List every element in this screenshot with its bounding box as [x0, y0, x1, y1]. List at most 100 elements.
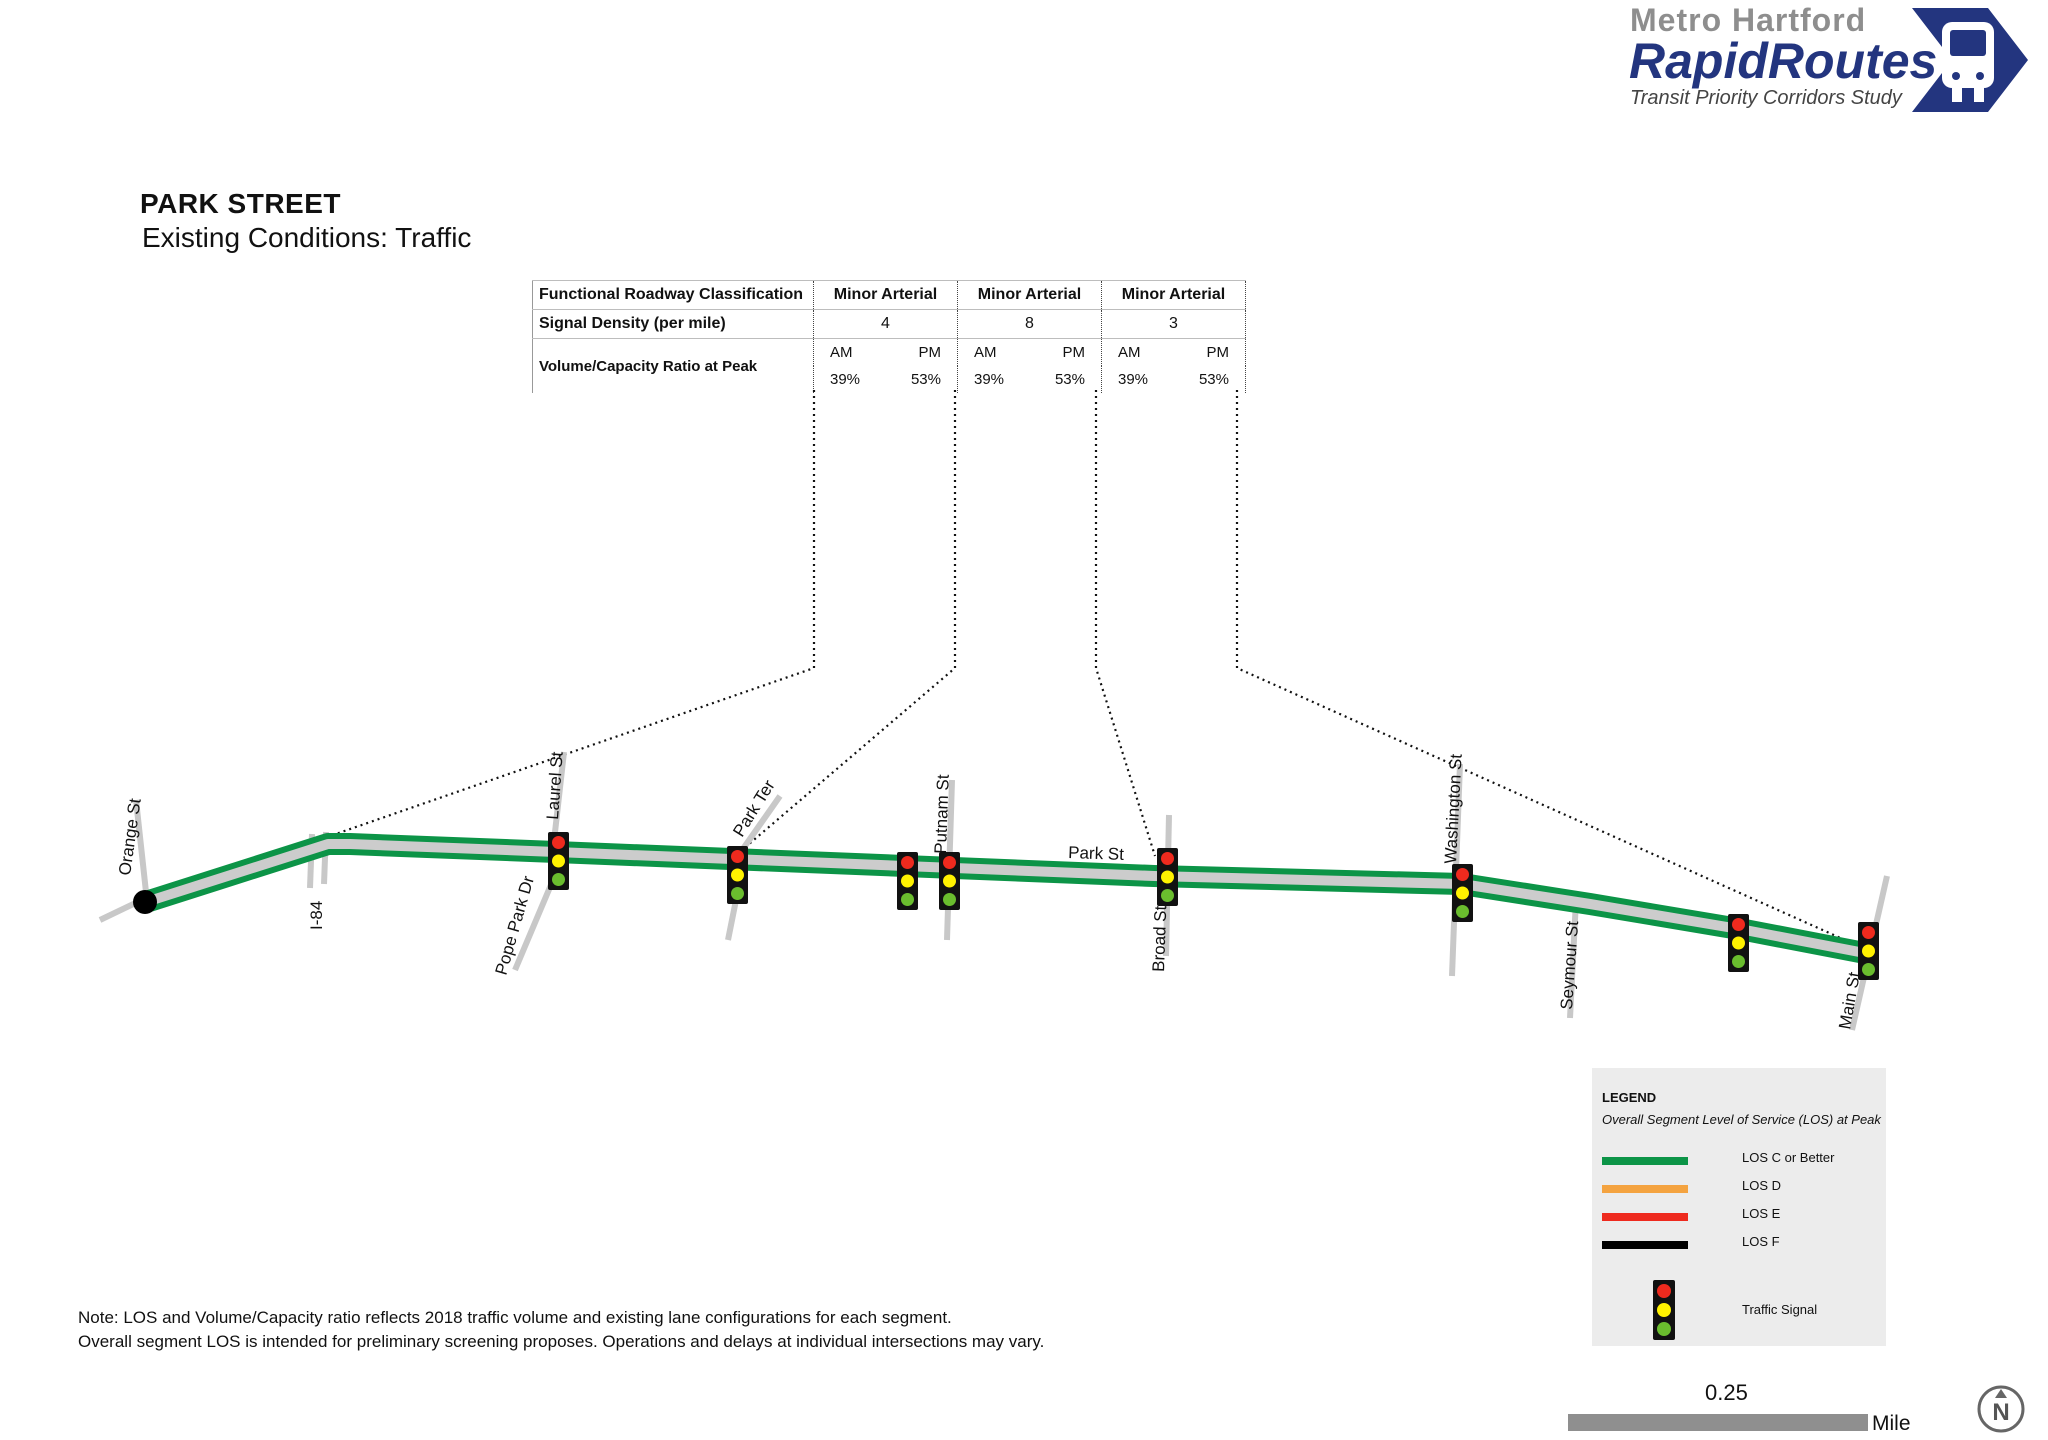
park-street-los-band [142, 833, 1878, 966]
traffic-signal-icon [939, 852, 960, 910]
park-street-centerline [144, 839, 1876, 960]
scale-value: 0.25 [1705, 1380, 1748, 1405]
period-am: AM [974, 344, 997, 361]
table-row: Functional Roadway Classification Minor … [532, 280, 1246, 310]
legend-swatch-los-d [1602, 1185, 1688, 1193]
period-am: AM [830, 344, 853, 361]
legend-label-traffic-signal: Traffic Signal [1742, 1302, 1818, 1317]
street-label-laurel: Laurel St [543, 751, 567, 820]
cross-street-main [1849, 875, 1890, 1031]
logo-main-text: RapidRoutes [1629, 33, 1938, 89]
cross-street-broad [1163, 814, 1172, 957]
table-cell: 8 [957, 309, 1102, 339]
cross-street-park-ter-south [725, 889, 741, 941]
callout-segment-1-right [734, 390, 957, 857]
period-pm: PM [918, 344, 942, 361]
table-cell: 39%53% [1101, 366, 1246, 393]
corridor-start-dot [133, 890, 157, 914]
callout-segment-3-right [1235, 390, 1846, 942]
callout-segment-1-left [329, 390, 816, 838]
cross-street-orange [133, 799, 149, 893]
cross-street-i84-b [321, 831, 329, 885]
period-pm: PM [1206, 344, 1230, 361]
page-subtitle: Existing Conditions: Traffic [142, 222, 472, 253]
legend-swatch-los-f [1602, 1241, 1688, 1249]
footnote-line-1: Note: LOS and Volume/Capacity ratio refl… [78, 1308, 952, 1327]
north-arrow-icon: N [1977, 1385, 2025, 1433]
cross-street-i84-a [307, 833, 315, 889]
vc-am: 39% [1118, 371, 1149, 388]
callout-segment-2-right [1094, 390, 1157, 857]
street-label-pope-park: Pope Park Dr [492, 873, 538, 977]
table-cell: Minor Arterial [1101, 280, 1246, 310]
legend-label-los-e: LOS E [1742, 1206, 1781, 1221]
traffic-signals [548, 832, 1879, 980]
scale-bar [1568, 1414, 1868, 1431]
vc-am: 39% [974, 371, 1005, 388]
cross-street-washington [1449, 763, 1463, 977]
table-cell: 4 [813, 309, 958, 339]
table-cell: AM PM [957, 338, 1102, 366]
legend-title: LEGEND [1602, 1090, 1657, 1105]
cross-street-putnam [944, 779, 955, 941]
table-cell: 39% 53% [957, 366, 1102, 393]
table-row: 39%53% 39%53% 39%53% [533, 366, 1246, 393]
cross-street-orange-south [98, 895, 148, 923]
row-label: Volume/Capacity Ratio at Peak [532, 338, 814, 393]
cross-street-pope-park [512, 878, 556, 972]
traffic-signal-icon [1452, 864, 1473, 922]
table-cell: 3 [1101, 309, 1246, 339]
table-cell: Minor Arterial [957, 280, 1102, 310]
callout-segment-1-lower [147, 834, 331, 900]
segment-stats-table: Functional Roadway Classification Minor … [532, 280, 1246, 393]
cross-streets [98, 751, 1890, 1031]
vc-am: 39% [830, 371, 861, 388]
segment-callout-lines [147, 390, 1846, 942]
row-label: Signal Density (per mile) [532, 309, 814, 339]
traffic-signal-icon [1728, 914, 1749, 972]
traffic-signal-icon [1157, 848, 1178, 906]
street-labels: Orange St I-84 Laurel St Pope Park Dr Pa… [115, 751, 1864, 1031]
traffic-signal-icon [897, 852, 918, 910]
page-title: PARK STREET [140, 188, 341, 219]
street-label-broad: Broad St [1149, 905, 1170, 972]
table-cell: AM PM [813, 338, 958, 366]
table-cell: Minor Arterial [813, 280, 958, 310]
street-label-washington: Washington St [1441, 753, 1466, 864]
legend-label-los-f: LOS F [1742, 1234, 1780, 1249]
traffic-signal-icon [727, 846, 748, 904]
footnote-line-2: Overall segment LOS is intended for prel… [78, 1332, 1045, 1351]
cross-street-laurel [550, 751, 567, 851]
street-label-seymour: Seymour St [1557, 920, 1582, 1010]
bus-arrow-logo-icon [1912, 8, 2028, 112]
legend-label-los-c: LOS C or Better [1742, 1150, 1835, 1165]
traffic-signal-icon [1858, 922, 1879, 980]
scale-unit: Mile [1872, 1412, 1911, 1435]
table-row: Signal Density (per mile) 4 8 3 [532, 309, 1246, 339]
legend-swatch-los-e [1602, 1213, 1688, 1221]
cross-street-seymour [1567, 899, 1579, 1019]
legend-label-los-d: LOS D [1742, 1178, 1782, 1193]
logo-sub-text: Transit Priority Corridors Study [1630, 87, 1902, 109]
period-am: AM [1118, 344, 1141, 361]
vc-pm: 53% [1054, 371, 1085, 388]
legend-swatch-los-c [1602, 1157, 1688, 1165]
map-legend: LEGEND Overall Segment Level of Service … [1592, 1068, 1886, 1346]
table-cell: 39% 53% [813, 366, 958, 393]
rapidroutes-logo: Metro Hartford RapidRoutes Transit Prior… [1600, 0, 2040, 130]
period-pm: PM [1062, 344, 1086, 361]
legend-subtitle: Overall Segment Level of Service (LOS) a… [1602, 1112, 1881, 1127]
street-label-i84: I-84 [307, 901, 326, 930]
street-label-main: Main St [1835, 970, 1864, 1030]
north-arrow-label: N [1992, 1399, 2009, 1426]
logo-top-text: Metro Hartford [1630, 2, 1867, 38]
vc-pm: 53% [910, 371, 941, 388]
street-label-orange: Orange St [115, 797, 145, 877]
traffic-signal-icon [548, 832, 569, 890]
footnote: Note: LOS and Volume/Capacity ratio refl… [78, 1306, 1044, 1354]
table-cell: AM PM [1101, 338, 1246, 366]
cross-street-park-ter [735, 794, 783, 858]
row-label: Functional Roadway Classification [532, 280, 814, 310]
street-label-park-st: Park St [1068, 843, 1125, 864]
